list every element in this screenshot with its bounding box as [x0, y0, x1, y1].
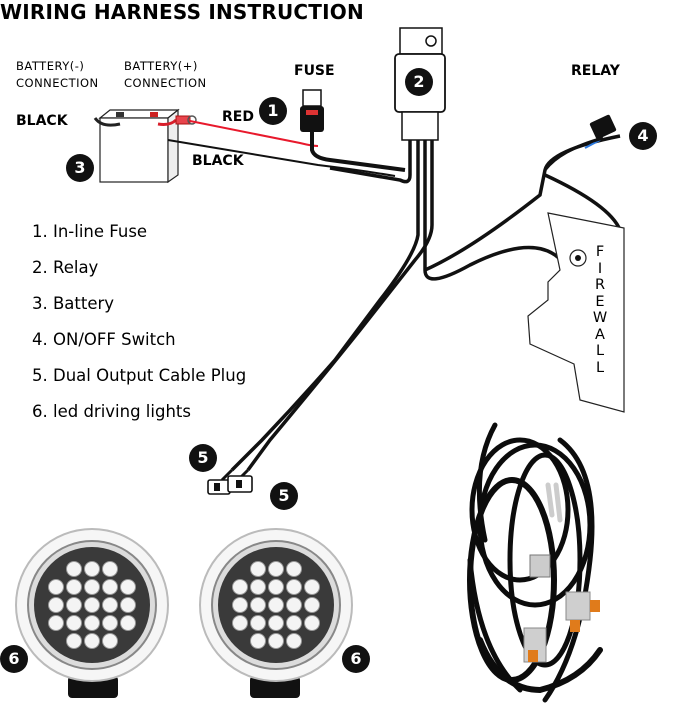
legend-item-fuse: 1. In-line Fuse [32, 222, 148, 241]
led-light-right [199, 528, 353, 698]
led-chip [268, 561, 284, 577]
led-chip [48, 597, 64, 613]
badge-plug-lower: 5 [270, 482, 298, 510]
firewall-letter: R [594, 277, 606, 293]
led-chip [84, 597, 100, 613]
legend-item-relay: 2. Relay [32, 258, 99, 277]
badge-battery: 3 [66, 154, 94, 182]
led-chip [304, 579, 320, 595]
led-chip [286, 597, 302, 613]
led-chip [84, 579, 100, 595]
led-chip [286, 615, 302, 631]
battery-positive-label: BATTERY(+) CONNECTION [124, 58, 207, 92]
led-chip [102, 615, 118, 631]
badge-relay: 2 [405, 68, 433, 96]
led-chip [268, 597, 284, 613]
led-chip [250, 561, 266, 577]
led-chip [66, 561, 82, 577]
red-wire-label: RED [222, 109, 254, 125]
led-chip [232, 579, 248, 595]
led-chip [84, 615, 100, 631]
badge-light-right: 6 [342, 645, 370, 673]
badge-light-left: 6 [0, 645, 28, 673]
led-chip [304, 615, 320, 631]
battery-positive-label-line1: BATTERY(+) [124, 59, 198, 73]
led-chip [102, 561, 118, 577]
led-chip [268, 633, 284, 649]
legend-item-plug: 5. Dual Output Cable Plug [32, 366, 247, 385]
led-chip [268, 615, 284, 631]
firewall-letter: L [595, 359, 605, 376]
led-chip [232, 597, 248, 613]
battery-negative-label-line2: CONNECTION [16, 76, 99, 90]
led-chip [66, 579, 82, 595]
led-chip [250, 597, 266, 613]
red-wire [189, 120, 319, 147]
led-chip [232, 615, 248, 631]
led-chip [66, 633, 82, 649]
led-chip [120, 615, 136, 631]
battery-positive-label-line2: CONNECTION [124, 76, 207, 90]
page-title: WIRING HARNESS INSTRUCTION [0, 0, 364, 24]
led-light-left [15, 528, 169, 698]
legend-item-switch: 4. ON/OFF Switch [32, 330, 176, 349]
badge-plug-upper: 5 [189, 444, 217, 472]
fuse-label: FUSE [294, 63, 335, 79]
coiled-harness-photo [467, 422, 603, 703]
relay-label: RELAY [571, 63, 620, 79]
led-chip [286, 633, 302, 649]
legend-item-battery: 3. Battery [32, 294, 115, 313]
battery-negative-label-line1: BATTERY(-) [16, 59, 85, 73]
component-legend: 1. In-line Fuse 2. Relay 3. Battery 4. O… [32, 220, 246, 436]
led-chip [102, 633, 118, 649]
badge-switch: 4 [629, 122, 657, 150]
black-wire-label: BLACK [192, 153, 244, 169]
led-chip [250, 615, 266, 631]
black-terminal-label: BLACK [16, 113, 68, 129]
led-chip [120, 597, 136, 613]
led-chip [66, 597, 82, 613]
legend-item-lights: 6. led driving lights [32, 402, 191, 421]
fuse-holder [300, 89, 406, 172]
firewall-letter: L [595, 343, 605, 359]
led-chip [250, 579, 266, 595]
led-chip [286, 579, 302, 595]
relay-illustration [329, 27, 446, 184]
led-chip [66, 615, 82, 631]
firewall-panel [527, 212, 625, 413]
firewall-letter: I [597, 260, 603, 277]
led-chip [250, 633, 266, 649]
battery-illustration [93, 108, 197, 184]
dual-output-plug [207, 468, 253, 495]
led-chip [304, 597, 320, 613]
firewall-letter: F [595, 244, 605, 260]
led-chip [48, 579, 64, 595]
led-chip [286, 561, 302, 577]
firewall-letter: E [595, 293, 605, 310]
black-ground-wire [167, 139, 396, 177]
battery-negative-label: BATTERY(-) CONNECTION [16, 58, 99, 92]
led-chip [102, 597, 118, 613]
led-chip [120, 579, 136, 595]
led-chip [48, 615, 64, 631]
led-chip [268, 579, 284, 595]
firewall-letter: W [592, 310, 608, 326]
firewall-letter: A [595, 326, 605, 343]
led-chip [102, 579, 118, 595]
badge-fuse: 1 [259, 97, 287, 125]
led-chip [84, 633, 100, 649]
led-chip [84, 561, 100, 577]
switch-connector [543, 114, 617, 171]
